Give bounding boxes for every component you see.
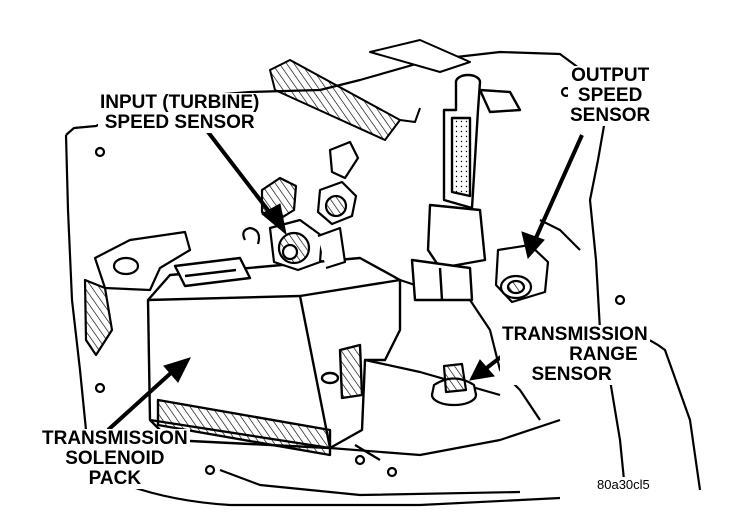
input-speed-sensor-label-line1: INPUT (TURBINE) [100,92,260,113]
input-speed-sensor-label: INPUT (TURBINE) SPEED SENSOR [98,92,262,133]
top-bracket [269,39,471,141]
range-sensor [430,362,478,407]
output-speed-sensor [494,243,550,304]
input-speed-sensor-label-line2: SPEED SENSOR [104,112,255,133]
range-sensor-label: TRANSMISSION RANGE SENSOR [500,325,650,385]
mounting-bracket [83,230,192,357]
range-sensor-label-line2: RANGE [569,344,638,365]
output-speed-sensor-label-line2: SPEED [577,85,643,106]
callout-arrows [106,130,584,432]
solenoid-pack-label: TRANSMISSION SOLENOID PACK [40,429,190,489]
output-speed-sensor-label: OUTPUT SPEED SENSOR [568,65,653,126]
solenoid-pack [146,256,402,457]
input-speed-sensor [242,140,360,272]
range-sensor-label-line1: TRANSMISSION [502,324,648,345]
output-speed-sensor-label-line3: SENSOR [570,105,651,126]
output-speed-sensor-label-line1: OUTPUT [571,65,650,86]
solenoid-pack-label-line1: TRANSMISSION [42,428,188,449]
figure-code: 80a30cl5 [597,477,650,492]
solenoid-pack-label-line2: SOLENOID [65,448,165,469]
range-sensor-label-line3: SENSOR [531,364,612,385]
solenoid-pack-label-line3: PACK [88,468,142,489]
manual-shaft [410,73,522,302]
